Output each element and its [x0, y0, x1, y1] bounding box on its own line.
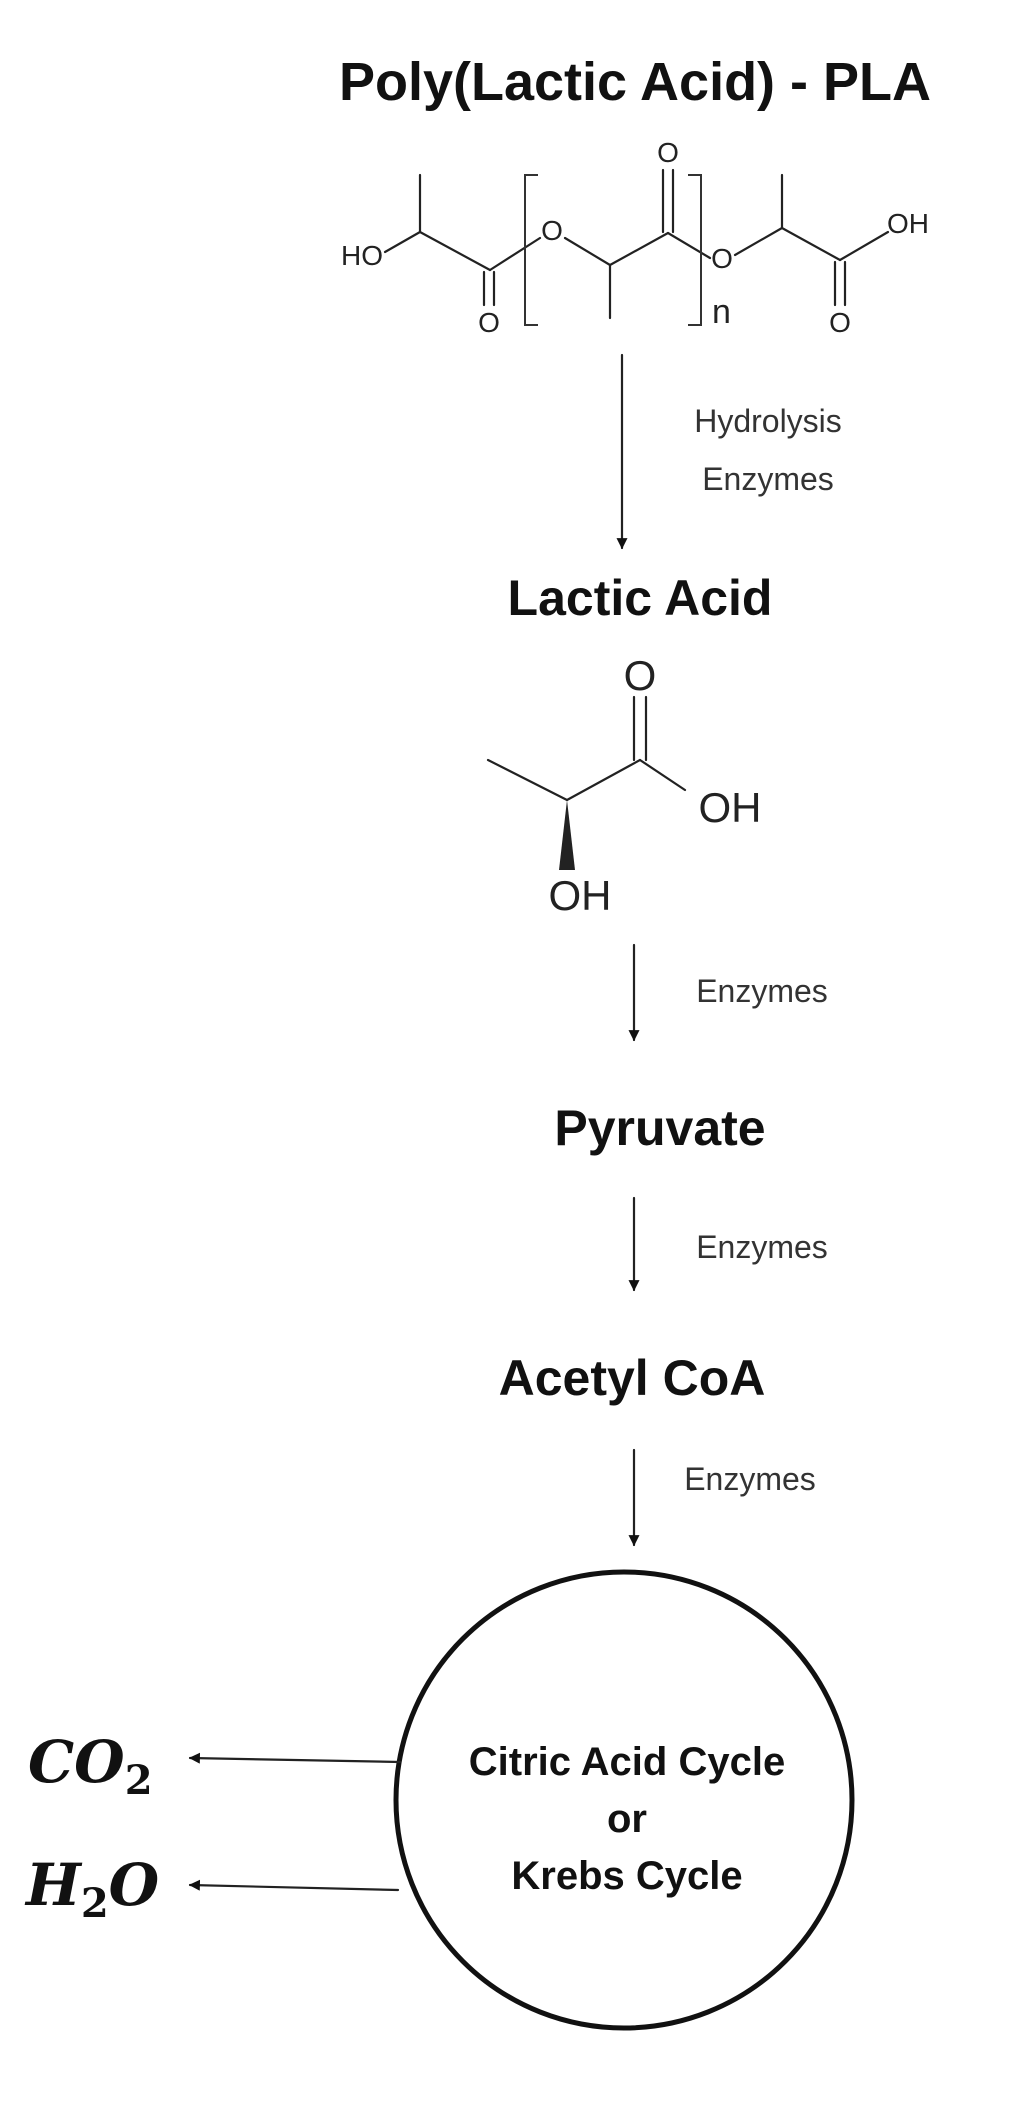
h2o-end: O — [109, 1851, 160, 1919]
lactic-acid-title: Lactic Acid — [508, 570, 773, 626]
pla-bond — [733, 226, 784, 257]
step1-label-line1: Hydrolysis — [694, 403, 842, 439]
h2o-formula: H2O — [24, 1851, 160, 1927]
pla-bond — [418, 230, 492, 272]
pyruvate-title: Pyruvate — [554, 1100, 765, 1156]
lactic-bond — [565, 758, 642, 802]
lactic-methyl-bond — [486, 758, 569, 802]
step2-label: Enzymes — [696, 973, 828, 1009]
pla-bond — [608, 231, 670, 267]
lactic-acid-oh-label: OH — [699, 784, 762, 831]
lactic-bond — [638, 758, 687, 792]
acetyl-coa-title: Acetyl CoA — [499, 1350, 766, 1406]
arrow-cycle-to-h2o — [188, 1879, 400, 1892]
arrow-cycle-to-co2 — [188, 1752, 402, 1764]
repeat-index-label: n — [712, 293, 731, 331]
pla-bond — [838, 230, 890, 262]
co2-formula: CO2 — [28, 1728, 153, 1804]
citric-acid-cycle-circle — [393, 1569, 855, 2031]
h2o-main: H — [24, 1851, 83, 1919]
pla-carbonyl-o1-label: O — [478, 307, 500, 338]
cycle-label-line3: Krebs Cycle — [511, 1854, 742, 1898]
pla-ester-o1-label: O — [541, 215, 563, 246]
repeat-bracket-right — [688, 174, 702, 326]
h2o-subscript: 2 — [81, 1880, 109, 1927]
step4-label: Enzymes — [684, 1461, 816, 1497]
pla-ester-o2-label: O — [711, 243, 733, 274]
lactic-alpha-oh-label: OH — [549, 872, 612, 919]
lactic-wedge-bond — [559, 800, 575, 870]
pla-bond — [780, 226, 842, 262]
pla-acid-hydroxyl-label: OH — [887, 208, 929, 239]
pla-bond — [666, 231, 712, 260]
pla-bond — [563, 236, 612, 267]
pla-acid-carbonyl-o-label: O — [829, 307, 851, 338]
pla-repeat-carbonyl-o-label: O — [657, 137, 679, 168]
repeat-bracket-left — [524, 174, 538, 326]
pla-structure: HO O O O n O O OH — [341, 137, 929, 338]
pla-end-hydroxyl-label: HO — [341, 240, 383, 271]
lactic-carbonyl-o-label: O — [624, 652, 657, 699]
pla-bond — [488, 236, 542, 272]
step3-label: Enzymes — [696, 1229, 828, 1265]
co2-main: CO — [28, 1728, 125, 1796]
co2-subscript: 2 — [125, 1757, 153, 1804]
lactic-acid-structure: O OH OH — [486, 652, 762, 919]
cycle-label-line2: or — [607, 1797, 647, 1841]
cycle-label-line1: Citric Acid Cycle — [469, 1740, 785, 1784]
pla-title: Poly(Lactic Acid) - PLA — [339, 52, 931, 112]
pla-bond — [383, 230, 422, 254]
step1-label-line2: Enzymes — [702, 461, 834, 497]
